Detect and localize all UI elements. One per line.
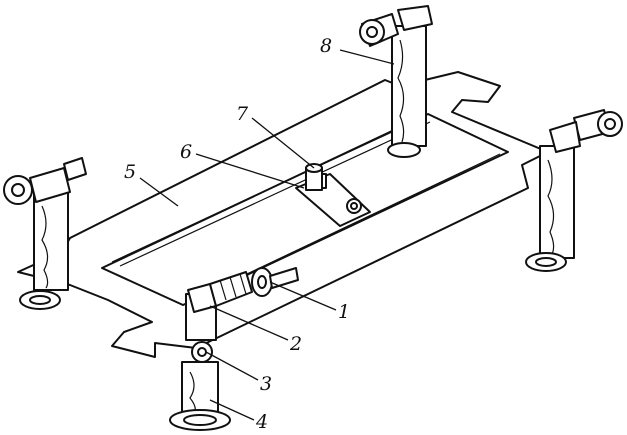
callout-2: 2: [289, 333, 302, 355]
callout-7: 7: [236, 103, 249, 125]
leg-far-right-knob: [549, 109, 623, 153]
leg-far-right: [525, 109, 623, 272]
callout-5: 5: [124, 161, 136, 183]
leg-back-right-knob: [359, 5, 433, 47]
callout-labels: 1 2 3 4 5 6 7 8: [124, 35, 350, 433]
callout-6: 6: [180, 141, 192, 163]
leg-back-right: [359, 5, 433, 158]
main-frame: [17, 71, 549, 358]
callout-3: 3: [260, 373, 272, 395]
leg-front-left: [3, 157, 87, 310]
callout-1: 1: [338, 301, 350, 323]
leader-lines: [139, 49, 395, 421]
leg-front-left-knob: [3, 157, 87, 205]
adjusting-screw: [187, 267, 299, 313]
callout-4: 4: [255, 411, 268, 433]
callout-8: 8: [320, 35, 332, 57]
